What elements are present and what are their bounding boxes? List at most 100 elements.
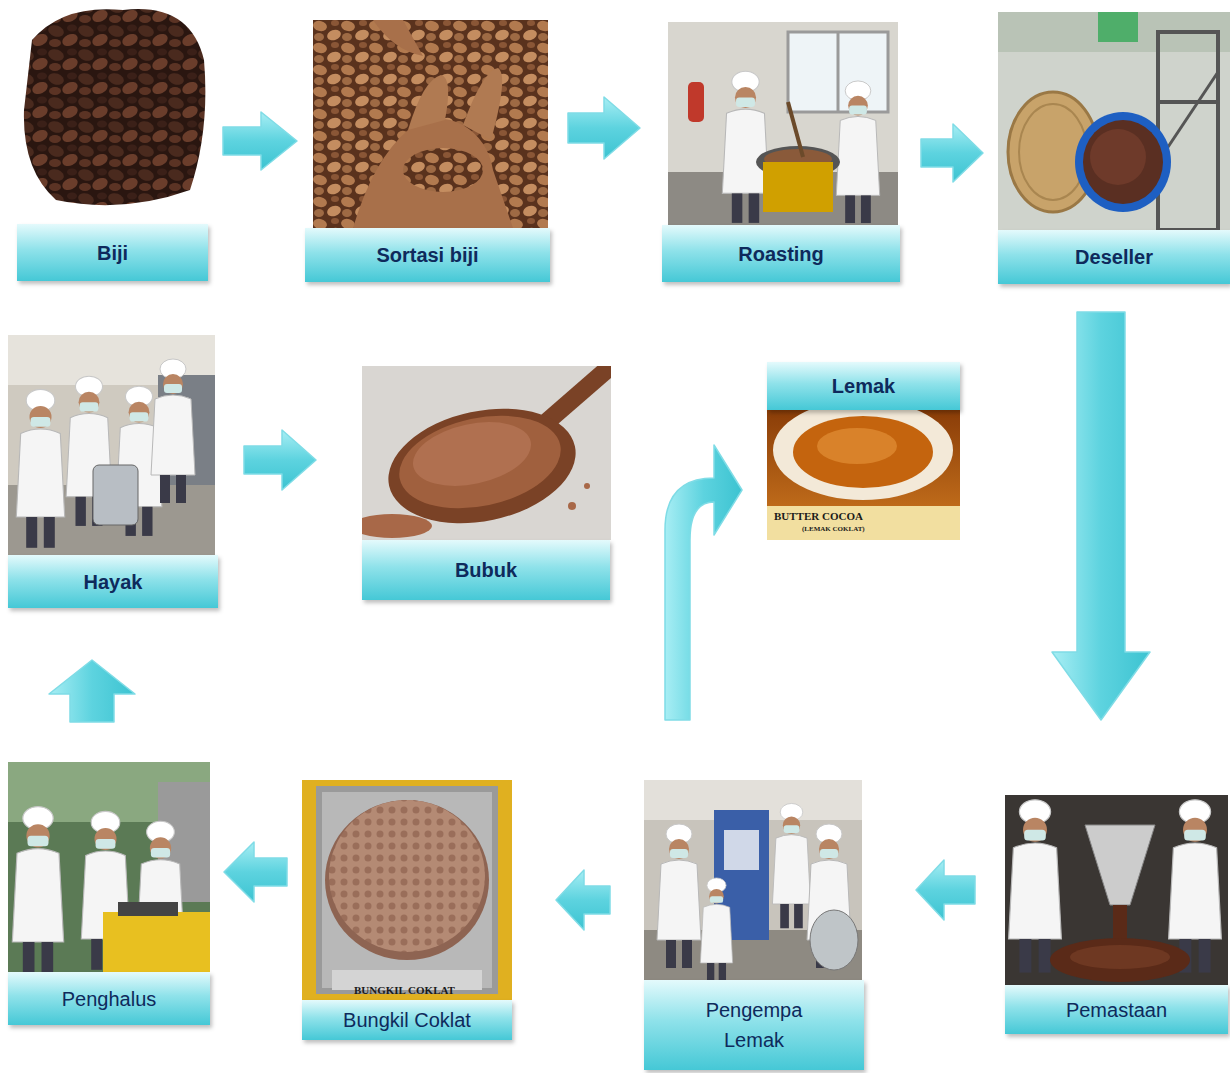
label-bar: Hayak (8, 555, 218, 608)
step-label: Bungkil Coklat (343, 1005, 471, 1035)
photo-part (722, 71, 768, 223)
sieving-photo (8, 335, 215, 555)
photo-part (322, 792, 492, 988)
photo-part (657, 824, 701, 968)
photo-caption: (LEMAK COKLAT) (800, 525, 867, 533)
flow-arrow (244, 430, 316, 490)
flow-arrow (921, 124, 983, 182)
photo-caption: BUNGKIL COKLAT (352, 984, 457, 996)
photo-part (1009, 800, 1062, 973)
photo-part (1090, 129, 1146, 185)
photo-part (403, 148, 483, 192)
process-step: Pemastaan (1005, 795, 1229, 1036)
bean-photo (18, 0, 208, 215)
flow-arrow (556, 870, 610, 930)
press-photo (644, 780, 862, 984)
photo-part (767, 506, 960, 540)
flow-arrow (916, 860, 975, 920)
roasting-photo (668, 22, 898, 225)
photo-part (700, 878, 732, 984)
photo-part (810, 910, 858, 970)
flow-arrow (568, 97, 640, 159)
label-bar: Roasting (662, 225, 900, 282)
photo-part (407, 412, 537, 496)
photo-part (325, 800, 489, 960)
photo-part (998, 12, 1230, 230)
photo-part (817, 428, 897, 464)
photo-part (1158, 100, 1218, 104)
flow-arrow (49, 660, 135, 722)
powder-photo (352, 366, 611, 540)
step-label: Roasting (738, 239, 824, 269)
photo-part (1050, 938, 1190, 982)
process-step: Biji (15, 0, 211, 284)
photo-part (1158, 32, 1218, 230)
flow-arrow (665, 445, 742, 720)
sorting-photo (313, 20, 548, 228)
photo-part (1070, 945, 1170, 969)
photo-part (542, 366, 611, 426)
photo-part (1083, 120, 1163, 204)
photo-part (584, 483, 590, 489)
step-label: Sortasi biji (376, 240, 478, 270)
photo-part (329, 800, 485, 952)
photo-part (724, 830, 759, 870)
photo-part (408, 75, 448, 130)
process-step: Sortasi biji (305, 20, 551, 284)
photo-part (1085, 825, 1155, 905)
photo-caption: BUTTER COCOA (772, 510, 865, 522)
photo-part (103, 912, 210, 972)
photo-part (12, 807, 63, 975)
photo-part (668, 22, 898, 225)
process-step: Deseller (998, 12, 1230, 286)
process-step: Hayak (8, 335, 219, 610)
photo-part (313, 20, 548, 228)
flow-arrow (223, 112, 297, 170)
photo-part (1169, 800, 1222, 973)
label-bar: Pemastaan (1005, 985, 1228, 1034)
label-bar: Pengempa Lemak (644, 980, 864, 1070)
label-bar: Penghalus (8, 972, 210, 1025)
step-label: Bubuk (455, 555, 517, 585)
label-bar: Bungkil Coklat (302, 1000, 512, 1040)
photo-part (352, 514, 432, 538)
photo-part (118, 902, 178, 916)
photo-part (1005, 795, 1228, 985)
photo-part (93, 465, 138, 525)
photo-part (644, 780, 862, 980)
photo-part (362, 366, 611, 540)
photo-part (793, 416, 933, 488)
photo-part (391, 402, 570, 522)
photo-part (18, 0, 208, 215)
step-label: Pengempa Lemak (679, 995, 829, 1055)
photo-part (8, 335, 215, 555)
photo-part (788, 102, 803, 157)
photo-part (316, 786, 498, 994)
photo-part (151, 359, 195, 503)
photo-part (16, 389, 64, 547)
photo-part (773, 400, 953, 500)
step-label: Pemastaan (1066, 995, 1167, 1025)
process-step: Pengempa Lemak (644, 780, 865, 1072)
step-label: Penghalus (62, 984, 157, 1014)
process-step: Bubuk (362, 366, 611, 602)
label-bar: Sortasi biji (305, 228, 550, 282)
label-bar: Bubuk (362, 540, 610, 600)
label-bar: Lemak (767, 362, 960, 410)
butter-photo (767, 400, 960, 540)
step-label: Deseller (1075, 242, 1153, 272)
process-step: Penghalus (8, 762, 211, 1027)
flow-arrow (1052, 312, 1150, 720)
photo-part (763, 162, 833, 212)
deseller-photo (998, 12, 1230, 230)
photo-part (568, 502, 576, 510)
photo-part (788, 32, 888, 112)
process-step: Roasting (662, 22, 901, 284)
photo-part (1075, 112, 1171, 212)
cake-photo (302, 780, 512, 1000)
flow-arrow (224, 842, 287, 902)
photo-part (24, 9, 205, 205)
